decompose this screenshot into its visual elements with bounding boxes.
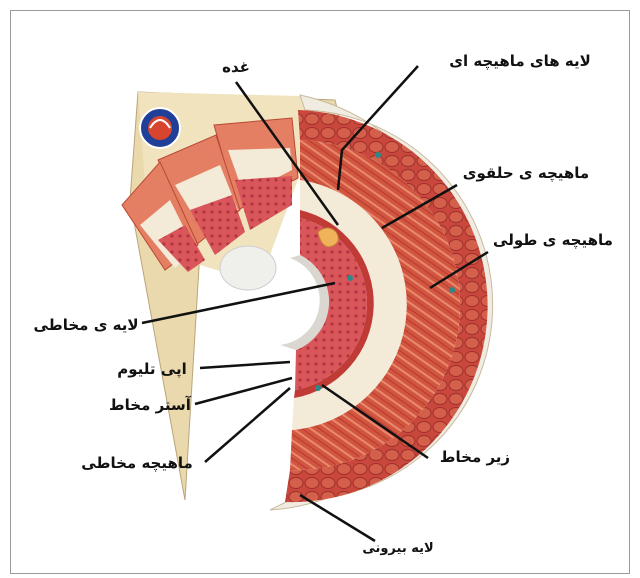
label-lamina-propria: آستر مخاط (109, 396, 192, 414)
center-plate (220, 246, 276, 290)
label-mucosa: لایه ی مخاطی (33, 316, 138, 334)
label-gland: غده (222, 58, 250, 76)
label-circular-muscle: ماهیچه ی حلقوی (463, 164, 589, 183)
label-serosa: لایه بیرونی (362, 541, 433, 556)
logo-emblem (140, 108, 180, 148)
label-muscle-layers: لایه های ماهیچه ای (449, 52, 591, 71)
label-longitudinal-muscle: ماهیچه ی طولی (493, 231, 613, 250)
label-submucosa: زیر مخاط (440, 448, 510, 466)
label-muscularis-mucosae: ماهیچه مخاطی (81, 454, 193, 473)
label-epithelium: اپی تلیوم (117, 360, 186, 379)
